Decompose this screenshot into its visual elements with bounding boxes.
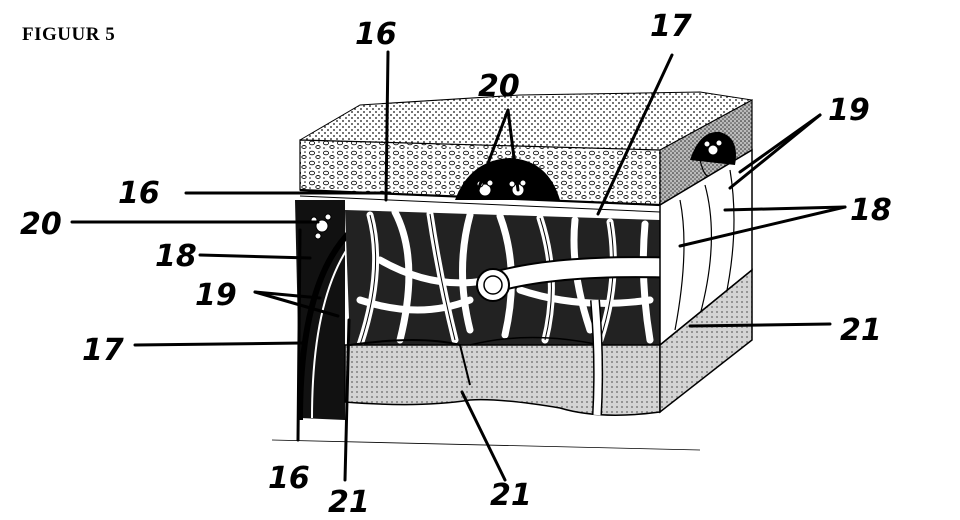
label-21-bottom-center: 21	[490, 478, 532, 513]
label-18-left: 18	[155, 239, 197, 274]
label-16-left: 16	[118, 176, 160, 211]
base-side	[659, 268, 753, 414]
label-16-bottom: 16	[268, 461, 310, 496]
label-19-right: 19	[828, 93, 870, 128]
base-front	[344, 344, 661, 416]
label-17-left: 17	[82, 333, 124, 368]
label-16-top: 16	[355, 17, 397, 52]
label-20-top: 20	[478, 69, 520, 104]
left-capsule-curve	[297, 227, 355, 421]
label-21-right: 21	[840, 313, 882, 348]
leader-lines	[70, 50, 847, 482]
label-19-left: 19	[195, 278, 237, 313]
label-20-left: 20	[20, 207, 62, 242]
label-18-right: 18	[850, 193, 892, 228]
label-17-top: 17	[650, 9, 692, 44]
figure-title: FIGUUR 5	[22, 24, 116, 45]
label-21-bottom-left: 21	[328, 485, 370, 520]
